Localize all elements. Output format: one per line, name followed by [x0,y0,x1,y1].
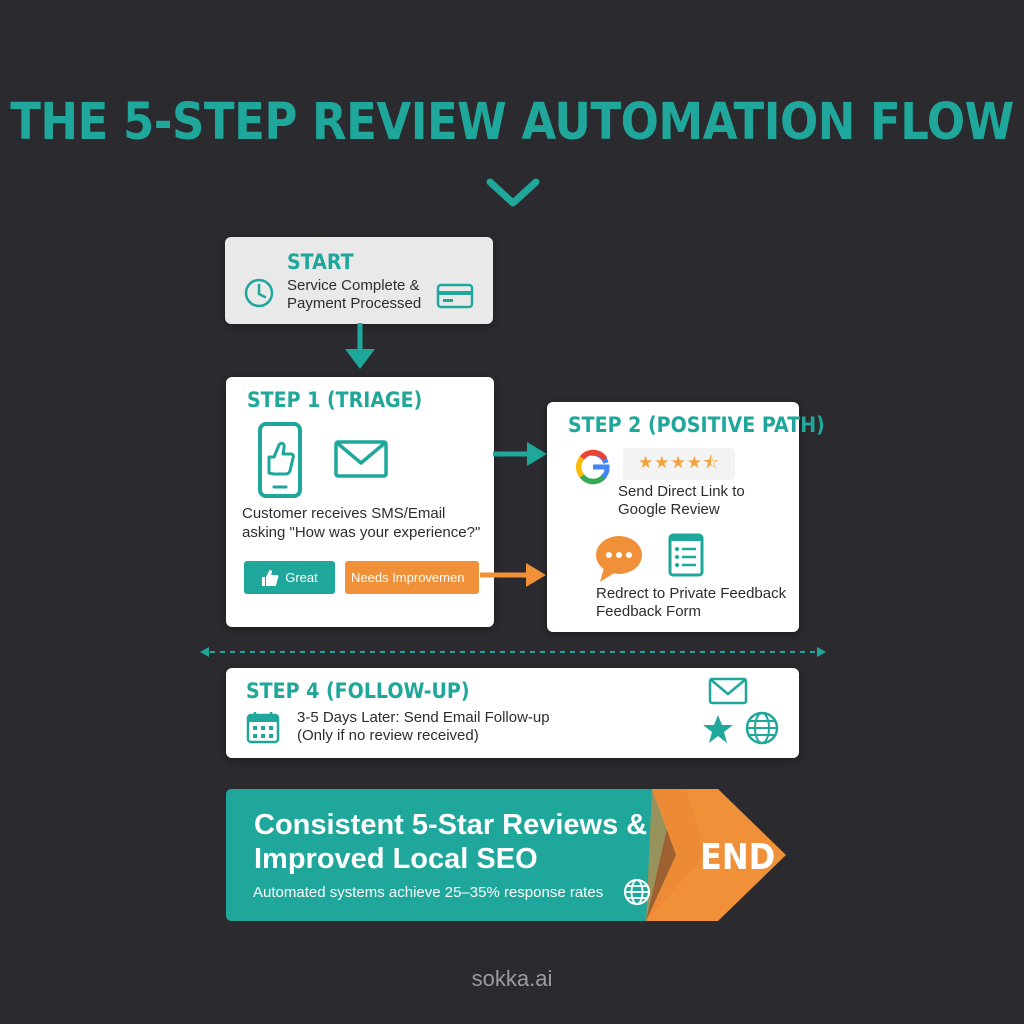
thumbs-up-icon [262,569,279,586]
star-rating-value: ★★★★⯪ [637,452,721,472]
step4-line-2: (Only if no review received) [297,727,479,744]
step4-heading: STEP 4 (FOLLOW-UP) [246,679,470,704]
phone-thumbs-up-icon [258,422,302,498]
needs-improvement-button[interactable]: Needs Improvemen [345,561,479,594]
result-subtext: Automated systems achieve 25–35% respons… [253,884,604,901]
start-card: START Service Complete & Payment Process… [225,237,493,324]
needs-improvement-label: Needs Improvemen [351,570,465,585]
chevron-down-icon [486,178,540,207]
dashed-divider [200,647,826,657]
arrow-positive-connector [493,442,547,466]
start-heading: START [287,250,354,275]
step2-card: STEP 2 (POSITIVE PATH) ★★★★⯪ Send Direct… [547,402,825,632]
step1-line-1: Customer receives SMS/Email [242,505,446,522]
step1-heading: STEP 1 (TRIAGE) [247,388,423,413]
form-icon [668,533,704,577]
google-line-1: Send Direct Link to [618,483,745,500]
envelope-icon [334,440,388,478]
great-label: Great [285,570,318,585]
chat-bubble-icon [596,536,642,582]
result-line-2: Improved Local SEO [254,843,538,875]
credit-card-icon [436,283,474,309]
private-line-1: Redrect to Private Feedback [596,585,787,602]
start-line-2: Payment Processed [287,295,422,312]
step1-card: STEP 1 (TRIAGE) Customer receives SMS/Em… [226,377,494,627]
google-icon [575,449,610,485]
arrow-down-connector [345,323,375,369]
envelope-icon [708,677,748,705]
clock-icon [244,278,274,308]
result-banner-shape [226,789,786,921]
step2-heading: STEP 2 (POSITIVE PATH) [568,413,825,438]
arrow-negative-connector [480,563,546,587]
result-line-1: Consistent 5-Star Reviews & [254,809,648,841]
star-icon [703,715,733,743]
google-line-2: Google Review [618,501,720,518]
step1-line-2: asking "How was your experience?" [242,524,481,541]
start-line-1: Service Complete & [287,277,420,294]
private-line-2: Feedback Form [596,603,702,620]
step4-line-1: 3-5 Days Later: Send Email Follow-up [297,709,550,726]
page-title: THE 5-STEP REVIEW AUTOMATION FLOW [10,92,1014,152]
brand-watermark: sokka.ai [471,966,553,991]
step4-card: STEP 4 (FOLLOW-UP) 3-5 Days Later: Send … [226,668,799,758]
end-label: END [700,836,776,878]
rating-stars: ★★★★⯪ [623,448,735,480]
globe-icon [745,711,779,745]
calendar-icon [246,712,280,744]
globe-icon [624,879,650,905]
great-button[interactable]: Great [244,561,335,594]
